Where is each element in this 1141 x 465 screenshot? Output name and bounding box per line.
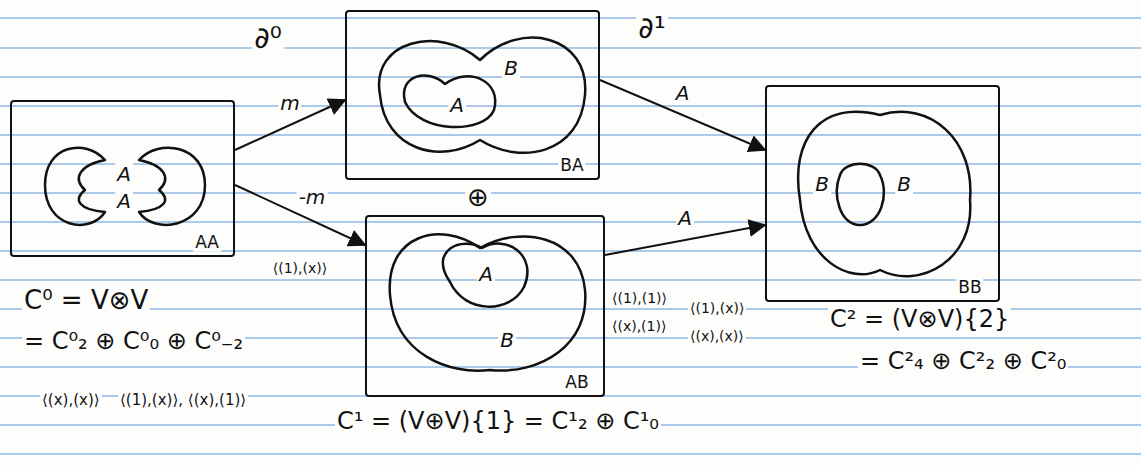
- region-label: A: [477, 263, 495, 285]
- map-arrow: [600, 80, 765, 150]
- map-label: m: [278, 92, 301, 114]
- state-label: BA: [558, 156, 585, 175]
- annotation: ⟨(1),(x)⟩: [688, 300, 746, 316]
- annotation: ⟨(1),(1)⟩: [610, 290, 669, 306]
- annotation: C⁰ = V⊗V: [22, 286, 150, 316]
- annotation: ⟨(1),(x)⟩, ⟨(x),(1)⟩: [118, 392, 248, 409]
- state-label: AB: [563, 373, 590, 392]
- state-label: BB: [956, 278, 983, 297]
- map-label: A: [674, 82, 692, 104]
- annotation: C¹ = (V⊕V){1} = C¹₂ ⊕ C¹₀: [335, 408, 661, 436]
- annotation: ∂⁰: [252, 21, 284, 56]
- map-label: -m: [297, 186, 328, 208]
- region-label: B: [813, 173, 831, 195]
- state-box: ABAB: [365, 215, 605, 397]
- circle-curve: [139, 148, 205, 225]
- region-label: A: [115, 163, 133, 185]
- annotation: ⟨(1),(x)⟩: [271, 260, 329, 276]
- annotation: ⟨(x),(x)⟩: [688, 328, 746, 344]
- map-arrow: [605, 225, 765, 255]
- region-label: A: [448, 94, 466, 116]
- circle-curve: [379, 38, 585, 153]
- circle-curve: [45, 148, 105, 225]
- region-label: A: [115, 190, 133, 212]
- circle-curve: [837, 164, 884, 225]
- annotation: = C²₄ ⊕ C²₂ ⊕ C²₀: [858, 348, 1068, 376]
- state-label: AA: [193, 233, 221, 252]
- state-box: BABA: [345, 10, 600, 180]
- region-label: B: [502, 57, 520, 79]
- map-arrow: [235, 185, 365, 245]
- annotation: ⟨(x),(x)⟩: [40, 392, 102, 409]
- map-label: A: [676, 207, 694, 229]
- annotation: = C⁰₂ ⊕ C⁰₀ ⊕ C⁰₋₂: [22, 328, 245, 356]
- state-box: BBBB: [765, 85, 1000, 302]
- circle-curve: [404, 76, 495, 128]
- annotation: C² = (V⊗V){2}: [828, 306, 1011, 334]
- circle-curve: [798, 112, 970, 276]
- annotation: ∂¹: [636, 11, 668, 46]
- state-box: AAAA: [10, 100, 235, 257]
- annotation: ⟨(x),(1)⟩: [610, 318, 668, 334]
- region-label: B: [498, 329, 516, 351]
- region-label: B: [895, 173, 913, 195]
- circle-curve: [443, 244, 528, 307]
- circle-curve: [390, 234, 586, 370]
- annotation: ⊕: [465, 183, 491, 213]
